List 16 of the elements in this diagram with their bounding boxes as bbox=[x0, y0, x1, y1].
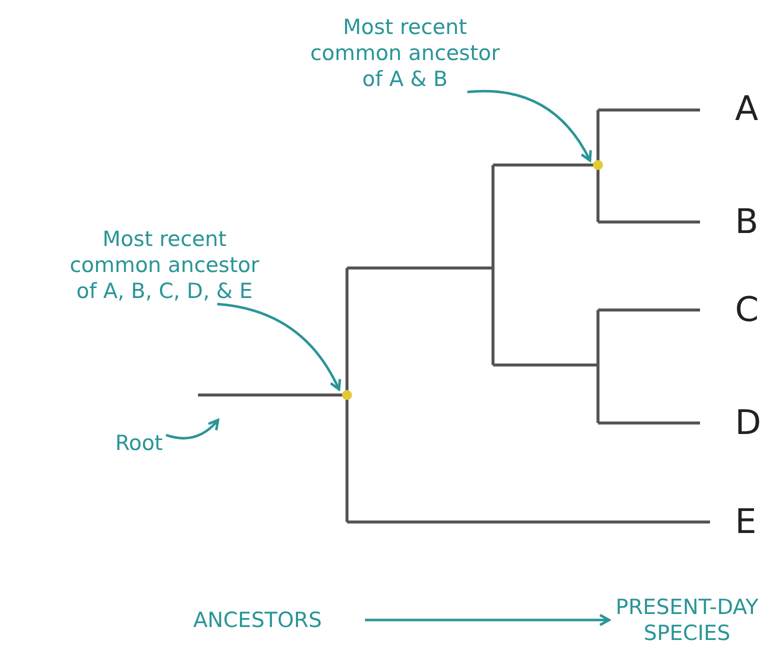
ancestor-dot bbox=[593, 160, 603, 170]
leaf-label: A bbox=[735, 90, 758, 128]
arrow bbox=[365, 614, 610, 626]
annotation-text: Most recent common ancestor of A, B, C, D, & E bbox=[62, 226, 267, 304]
leader-arrow bbox=[166, 418, 220, 440]
leader-arrow bbox=[467, 90, 592, 162]
leaf-label: D bbox=[735, 404, 762, 442]
axis-label: PRESENT-DAY SPECIES bbox=[612, 594, 762, 646]
annotation-text: Root bbox=[112, 430, 166, 456]
leaf-label: E bbox=[735, 503, 756, 541]
ancestor-dot bbox=[342, 390, 352, 400]
leaf-label: B bbox=[735, 203, 758, 241]
annotation-text: Most recent common ancestor of A & B bbox=[305, 14, 505, 92]
axis-label: ANCESTORS bbox=[150, 607, 365, 633]
leader-arrow bbox=[217, 302, 341, 391]
leaf-label: C bbox=[735, 291, 759, 329]
